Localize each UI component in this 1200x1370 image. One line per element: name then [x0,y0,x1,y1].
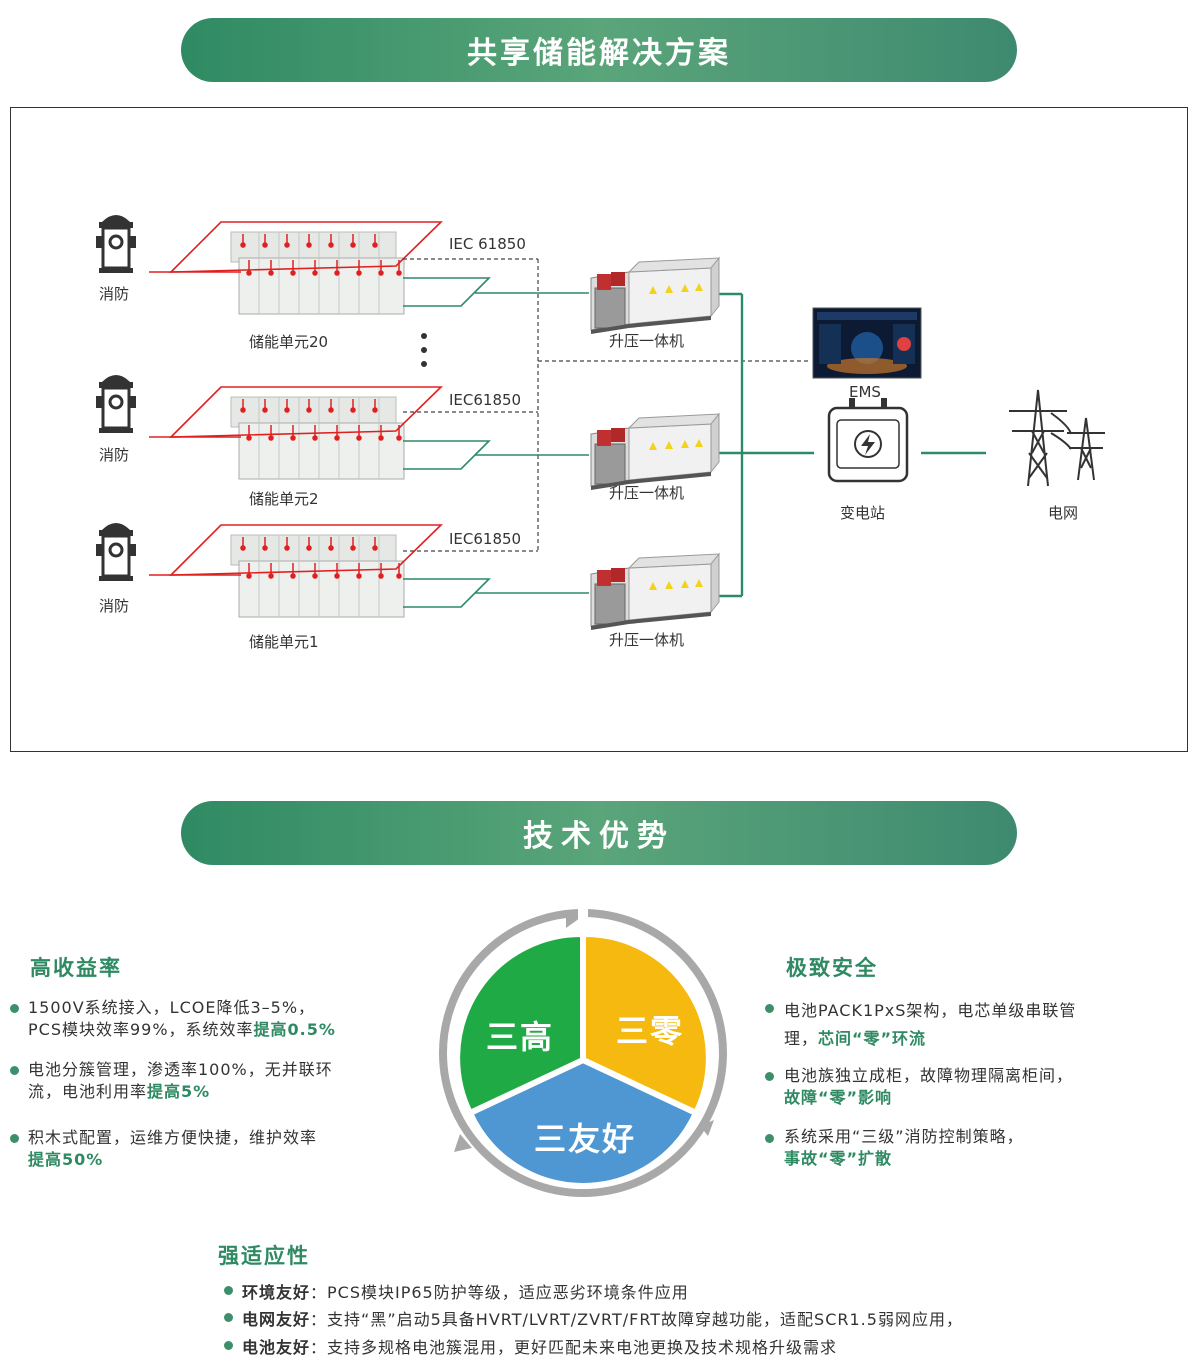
segment-label-yellow: 三零 [616,1012,685,1050]
substation-label: 变电站 [840,504,886,522]
right-item: 电池PACK1PxS架构，电芯单级串联管 理，芯间“零”环流 [784,1001,1077,1048]
cycle-graphic [439,908,727,1197]
bottom-item: 环境友好：PCS模块IP65防护等级，适应恶劣环境条件应用 [242,1283,689,1302]
section-title-banner: 技术优势 [181,801,1017,865]
left-item: 积木式配置，运维方便快捷，维护效率 提高50% [28,1128,318,1169]
section-title: 技术优势 [523,819,675,854]
bullet-icon [224,1286,233,1295]
bottom-title: 强适应性 [218,1244,310,1268]
advantages-cycle: 三高 三零 三友好 [438,908,728,1198]
right-item: 电池族独立成柜，故障物理隔离柜间， 故障“零”影响 [784,1066,1074,1107]
storage-unit-label: 储能单元2 [249,490,319,508]
bottom-item: 电网友好：支持“黑”启动5具备HVRT/LVRT/ZVRT/FRT故障穿越功能，… [242,1310,963,1329]
fire-label: 消防 [99,597,130,615]
right-title: 极致安全 [786,956,878,980]
booster-label: 升压一体机 [609,332,685,350]
fire-label: 消防 [99,446,130,464]
ems-label: EMS [849,383,881,401]
section-title: 共享储能解决方案 [467,36,731,71]
bullet-icon [10,1004,19,1013]
bullet-icon [765,1072,774,1081]
booster-label: 升压一体机 [609,631,685,649]
diagram-graphics [94,213,1105,631]
storage-unit-label: 储能单元1 [249,633,319,651]
left-item: 电池分簇管理，渗透率100%，无并联环 流，电池利用率提高5% [28,1060,333,1101]
bottom-item: 电池友好：支持多规格电池簇混用，更好匹配未来电池更换及技术规格升级需求 [242,1338,838,1357]
storage-unit-label: 储能单元20 [249,333,329,351]
bullet-icon [10,1134,19,1143]
grid-label: 电网 [1048,504,1079,522]
bullet-icon [224,1313,233,1322]
right-item: 系统采用“三级”消防控制策略， 事故“零”扩散 [784,1127,1024,1168]
bullet-icon [10,1066,19,1075]
segment-label-green: 三高 [486,1018,555,1056]
segment-label-blue: 三友好 [534,1120,637,1158]
protocol-label: IEC61850 [449,391,522,409]
protocol-label: IEC61850 [449,530,522,548]
bullet-icon [765,1134,774,1143]
protocol-label: IEC 61850 [449,235,526,253]
system-diagram: 消防 消防 消防 储能单元20 储能单元2 储能单元1 IEC 61850 IE… [10,107,1188,752]
left-item: 1500V系统接入，LCOE降低3–5%， PCS模块效率99%，系统效率提高0… [28,998,336,1039]
bullet-icon [224,1341,233,1350]
bullet-icon [765,1004,774,1013]
section-title-banner: 共享储能解决方案 [181,18,1017,82]
fire-label: 消防 [99,285,130,303]
left-title: 高收益率 [30,956,122,980]
booster-label: 升压一体机 [609,484,685,502]
